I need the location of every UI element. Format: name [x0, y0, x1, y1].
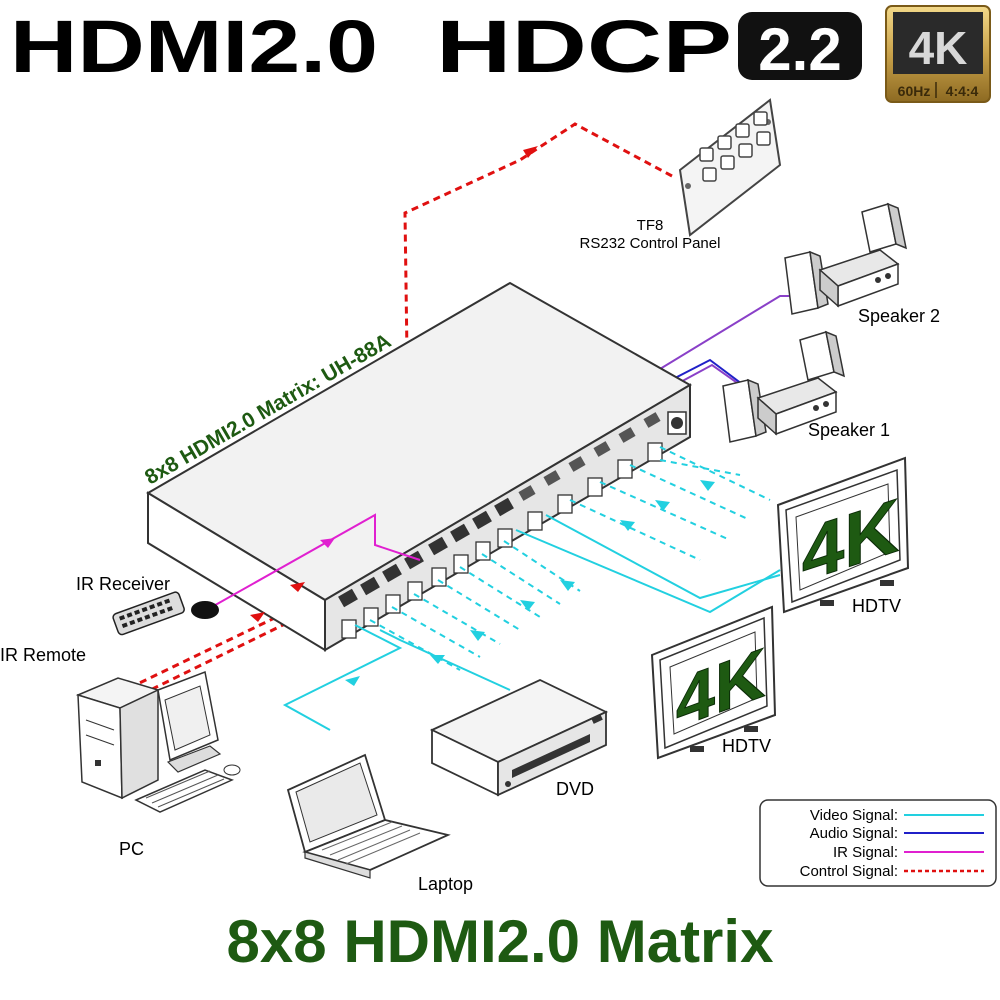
hdcp-label: HDCP — [436, 5, 732, 88]
hdmi-version-label: HDMI2.0 — [10, 5, 378, 88]
control-arrow — [523, 146, 538, 158]
legend-audio-label: Audio Signal: — [810, 825, 898, 842]
ir-receiver-label: IR Receiver — [76, 574, 170, 594]
speaker-1-label: Speaker 1 — [808, 420, 890, 440]
ir-remote-label: IR Remote — [0, 645, 86, 665]
footer-title: 8x8 HDMI2.0 Matrix — [227, 908, 774, 975]
dvd-player — [429, 679, 609, 797]
hdtv-bottom — [650, 605, 777, 760]
video-signal-lines — [282, 446, 781, 731]
hdmi-matrix-uh-88a — [146, 281, 692, 652]
legend-ir-label: IR Signal: — [833, 844, 898, 861]
legend-control-label: Control Signal: — [800, 863, 898, 880]
hdcp-version: 2.2 — [758, 16, 841, 83]
speaker-2-label: Speaker 2 — [858, 306, 940, 326]
dvd-label: DVD — [556, 779, 594, 799]
speaker-1 — [722, 330, 846, 443]
hdtv-top — [776, 456, 910, 614]
4k-badge: 4K 60Hz 4:4:4 — [885, 5, 991, 103]
signal-legend: Video Signal: Audio Signal: IR Signal: C… — [759, 799, 997, 887]
tf8-control-panel — [678, 98, 782, 237]
legend-video-label: Video Signal: — [810, 807, 898, 824]
header: HDMI2.0 HDCP 2.2 4K 60Hz 4:4:4 — [10, 5, 991, 103]
hdcp-version-box — [738, 12, 862, 80]
ir-remote — [112, 591, 185, 636]
pc — [75, 670, 241, 813]
pc-label: PC — [119, 839, 144, 859]
tf8-description-label: RS232 Control Panel — [580, 235, 721, 252]
hdtv-top-label: HDTV — [852, 596, 901, 616]
badge-sampling-text: 4:4:4 — [946, 83, 979, 99]
badge-4k-text: 4K — [909, 22, 968, 74]
badge-hz-text: 60Hz — [898, 83, 931, 99]
video-arrows — [345, 480, 715, 686]
ir-signal-lines — [209, 513, 421, 609]
hdtv-bottom-label: HDTV — [722, 736, 771, 756]
ir-receiver — [191, 601, 219, 619]
laptop-label: Laptop — [418, 874, 473, 894]
speaker-2 — [784, 202, 908, 315]
tf8-name-label: TF8 — [637, 217, 664, 234]
laptop — [286, 753, 451, 879]
